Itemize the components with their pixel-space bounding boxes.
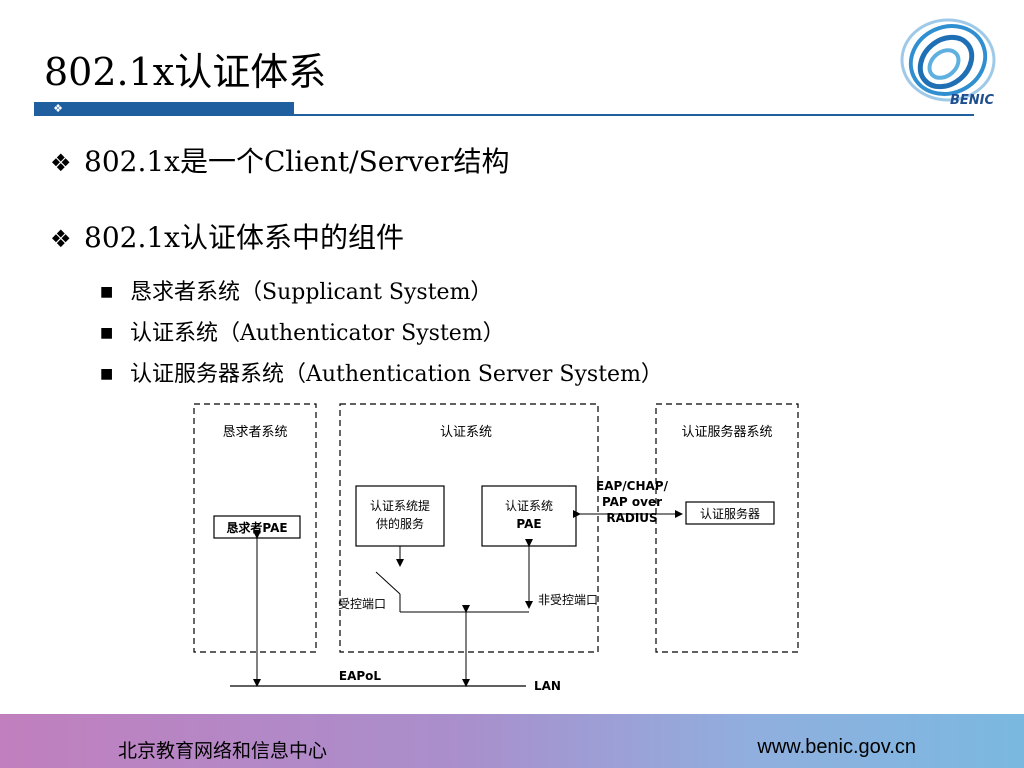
benic-logo: BENIC: [900, 18, 996, 108]
bullet-cs-structure: ❖ 802.1x是一个Client/Server结构: [50, 142, 509, 183]
controlled-port-label: 受控端口: [338, 597, 386, 611]
bullet-components: ❖ 802.1x认证体系中的组件: [50, 218, 404, 259]
auth-server-box: [685, 501, 775, 525]
diamond-bullet-icon: ❖: [50, 225, 72, 253]
slide-title: 802.1x认证体系: [44, 50, 327, 94]
sub-bullet-authenticator: ■ 认证系统（Authenticator System）: [100, 317, 505, 350]
title-rule-accent: [34, 102, 294, 116]
supplicant-system-label: 恳求者系统: [222, 425, 287, 440]
eapol-label: EAPoL: [339, 669, 382, 683]
square-bullet-icon: ■: [100, 284, 114, 300]
auth-server-system-box: [655, 403, 799, 653]
service-box: [355, 485, 445, 547]
protocol-label-1: EAP/CHAP/: [596, 479, 669, 493]
protocol-label-2: PAP over: [602, 495, 662, 509]
bullet-text: 802.1x认证体系中的组件: [84, 221, 404, 254]
auth-pae-box: [481, 485, 577, 547]
footer-bar: 北京教育网络和信息中心 www.benic.gov.cn: [0, 714, 1024, 768]
sub-bullet-text: 认证系统（Authenticator System）: [130, 321, 505, 346]
uncontrolled-port-label: 非受控端口: [538, 593, 598, 607]
title-rule: [34, 114, 974, 116]
footer-url[interactable]: www.benic.gov.cn: [757, 736, 916, 758]
service-label-2: 供的服务: [376, 516, 424, 531]
architecture-diagram: 恳求者系统 认证系统 认证服务器系统 恳求者PAE 认证系统提 供的服务 认证系…: [193, 403, 799, 693]
controlled-port-switch: [375, 571, 401, 595]
auth-pae-label-1: 认证系统: [505, 499, 553, 513]
diamond-bullet-icon: ❖: [50, 149, 72, 177]
auth-pae-label-2: PAE: [516, 517, 541, 531]
logo-text: BENIC: [950, 93, 995, 108]
title-marker-icon: ❖: [53, 102, 63, 115]
service-label-1: 认证系统提: [370, 498, 430, 513]
auth-server-system-label: 认证服务器系统: [681, 424, 772, 440]
authenticator-system-label: 认证系统: [440, 425, 492, 440]
sub-bullet-supplicant: ■ 恳求者系统（Supplicant System）: [100, 276, 492, 309]
square-bullet-icon: ■: [100, 325, 114, 341]
supplicant-pae-label: 恳求者PAE: [226, 520, 287, 535]
auth-server-label: 认证服务器: [700, 506, 760, 521]
protocol-label-3: RADIUS: [606, 511, 657, 525]
square-bullet-icon: ■: [100, 366, 114, 382]
lan-label: LAN: [534, 679, 561, 693]
footer-org: 北京教育网络和信息中心: [118, 740, 328, 762]
sub-bullet-text: 恳求者系统（Supplicant System）: [130, 280, 493, 305]
sub-bullet-auth-server: ■ 认证服务器系统（Authentication Server System）: [100, 358, 663, 391]
bullet-text: 802.1x是一个Client/Server结构: [84, 145, 510, 178]
sub-bullet-text: 认证服务器系统（Authentication Server System）: [130, 362, 663, 387]
